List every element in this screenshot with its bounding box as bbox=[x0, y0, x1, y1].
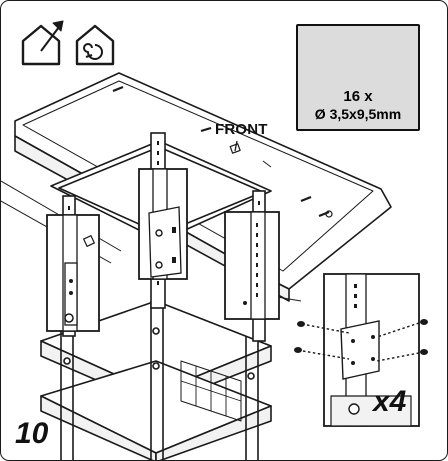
front-label: FRONT bbox=[215, 121, 268, 138]
detail-left bbox=[46, 214, 100, 332]
step-number: 10 bbox=[15, 417, 49, 450]
screw-arrows bbox=[302, 322, 420, 362]
moisture-protection-icon bbox=[75, 24, 115, 66]
corner-detail bbox=[323, 273, 420, 427]
screw-size: Ø 3,5x9,5mm bbox=[314, 106, 402, 122]
detail-right bbox=[224, 211, 280, 320]
parts-panel: 16 x Ø 3,5x9,5mm bbox=[296, 24, 420, 131]
screw-quantity: 16 x bbox=[343, 88, 373, 105]
screw-heads bbox=[294, 319, 428, 355]
front-pointer bbox=[234, 140, 238, 152]
detail-center bbox=[138, 168, 188, 280]
indoor-use-icon bbox=[21, 20, 64, 66]
repeat-count: x4 bbox=[373, 385, 407, 418]
